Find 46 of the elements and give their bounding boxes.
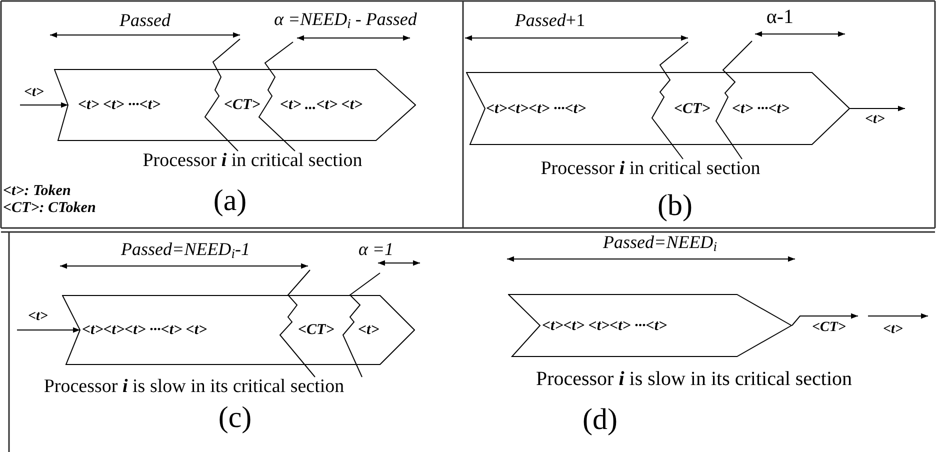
token-label: <t> bbox=[882, 321, 904, 339]
token-sequence: <t><t> <t><t> ···<t> bbox=[542, 316, 668, 334]
ctoken: <CT> bbox=[224, 96, 260, 114]
leader-line bbox=[651, 42, 688, 160]
token-sequence: <t><t><t> ···<t> bbox=[486, 100, 586, 118]
pipe-shape bbox=[54, 69, 416, 141]
ctoken: <CT> bbox=[674, 100, 710, 118]
formula-label: α =1 bbox=[357, 238, 395, 260]
panel-label: (d) bbox=[582, 402, 618, 438]
leader-line bbox=[342, 272, 380, 378]
edge-label: <t> bbox=[27, 308, 49, 325]
token-sequence: <t> ···<t> bbox=[732, 100, 790, 118]
pipe-shape bbox=[508, 294, 792, 357]
caption-text: Processor i in critical section bbox=[488, 158, 813, 180]
leader-line bbox=[258, 42, 296, 152]
edge-label: <CT> bbox=[811, 319, 847, 336]
leader-line bbox=[279, 270, 316, 378]
caption-text: Processor i in critical section bbox=[110, 150, 395, 172]
dimension-label: Passed+1 bbox=[514, 9, 586, 31]
caption-text: Processor i is slow in its critical section bbox=[534, 368, 854, 390]
token-sequence: <t><t><t> ···<t> <t> bbox=[82, 321, 208, 339]
legend-text: <CT>: CToken bbox=[3, 199, 97, 218]
ctoken: <CT> bbox=[298, 321, 334, 339]
caption-text: Processor i is slow in its critical section bbox=[8, 376, 380, 398]
arrow bbox=[850, 106, 906, 112]
dimension-label: Passed=NEED$_{i}$-1 bbox=[120, 238, 251, 260]
pipe-shape bbox=[62, 295, 415, 365]
dimension-label: Passed bbox=[118, 9, 172, 31]
panel-label: (b) bbox=[656, 188, 694, 224]
legend-text: <t>: Token bbox=[3, 182, 72, 201]
leader-line bbox=[715, 40, 752, 160]
token-sequence: <t> bbox=[358, 321, 380, 339]
panel-label: (c) bbox=[217, 400, 253, 436]
arrow bbox=[16, 327, 80, 333]
edge-label: <t> bbox=[23, 84, 45, 101]
formula-label: α-1 bbox=[765, 6, 795, 28]
formula-label: α =NEED$_{i}$ - Passed bbox=[273, 8, 418, 30]
edge-label: <t> bbox=[864, 111, 886, 128]
panel-label: (a) bbox=[212, 183, 248, 219]
arrow bbox=[792, 313, 858, 326]
token-sequence: <t> <t> ···<t> bbox=[78, 96, 161, 114]
leader-line bbox=[204, 38, 240, 152]
dimension-label: Passed=NEED$_{i}$ bbox=[602, 231, 718, 253]
token-sequence: <t> ...<t> <t> bbox=[280, 96, 363, 114]
arrow bbox=[20, 102, 68, 108]
pipe-shape bbox=[466, 72, 850, 145]
